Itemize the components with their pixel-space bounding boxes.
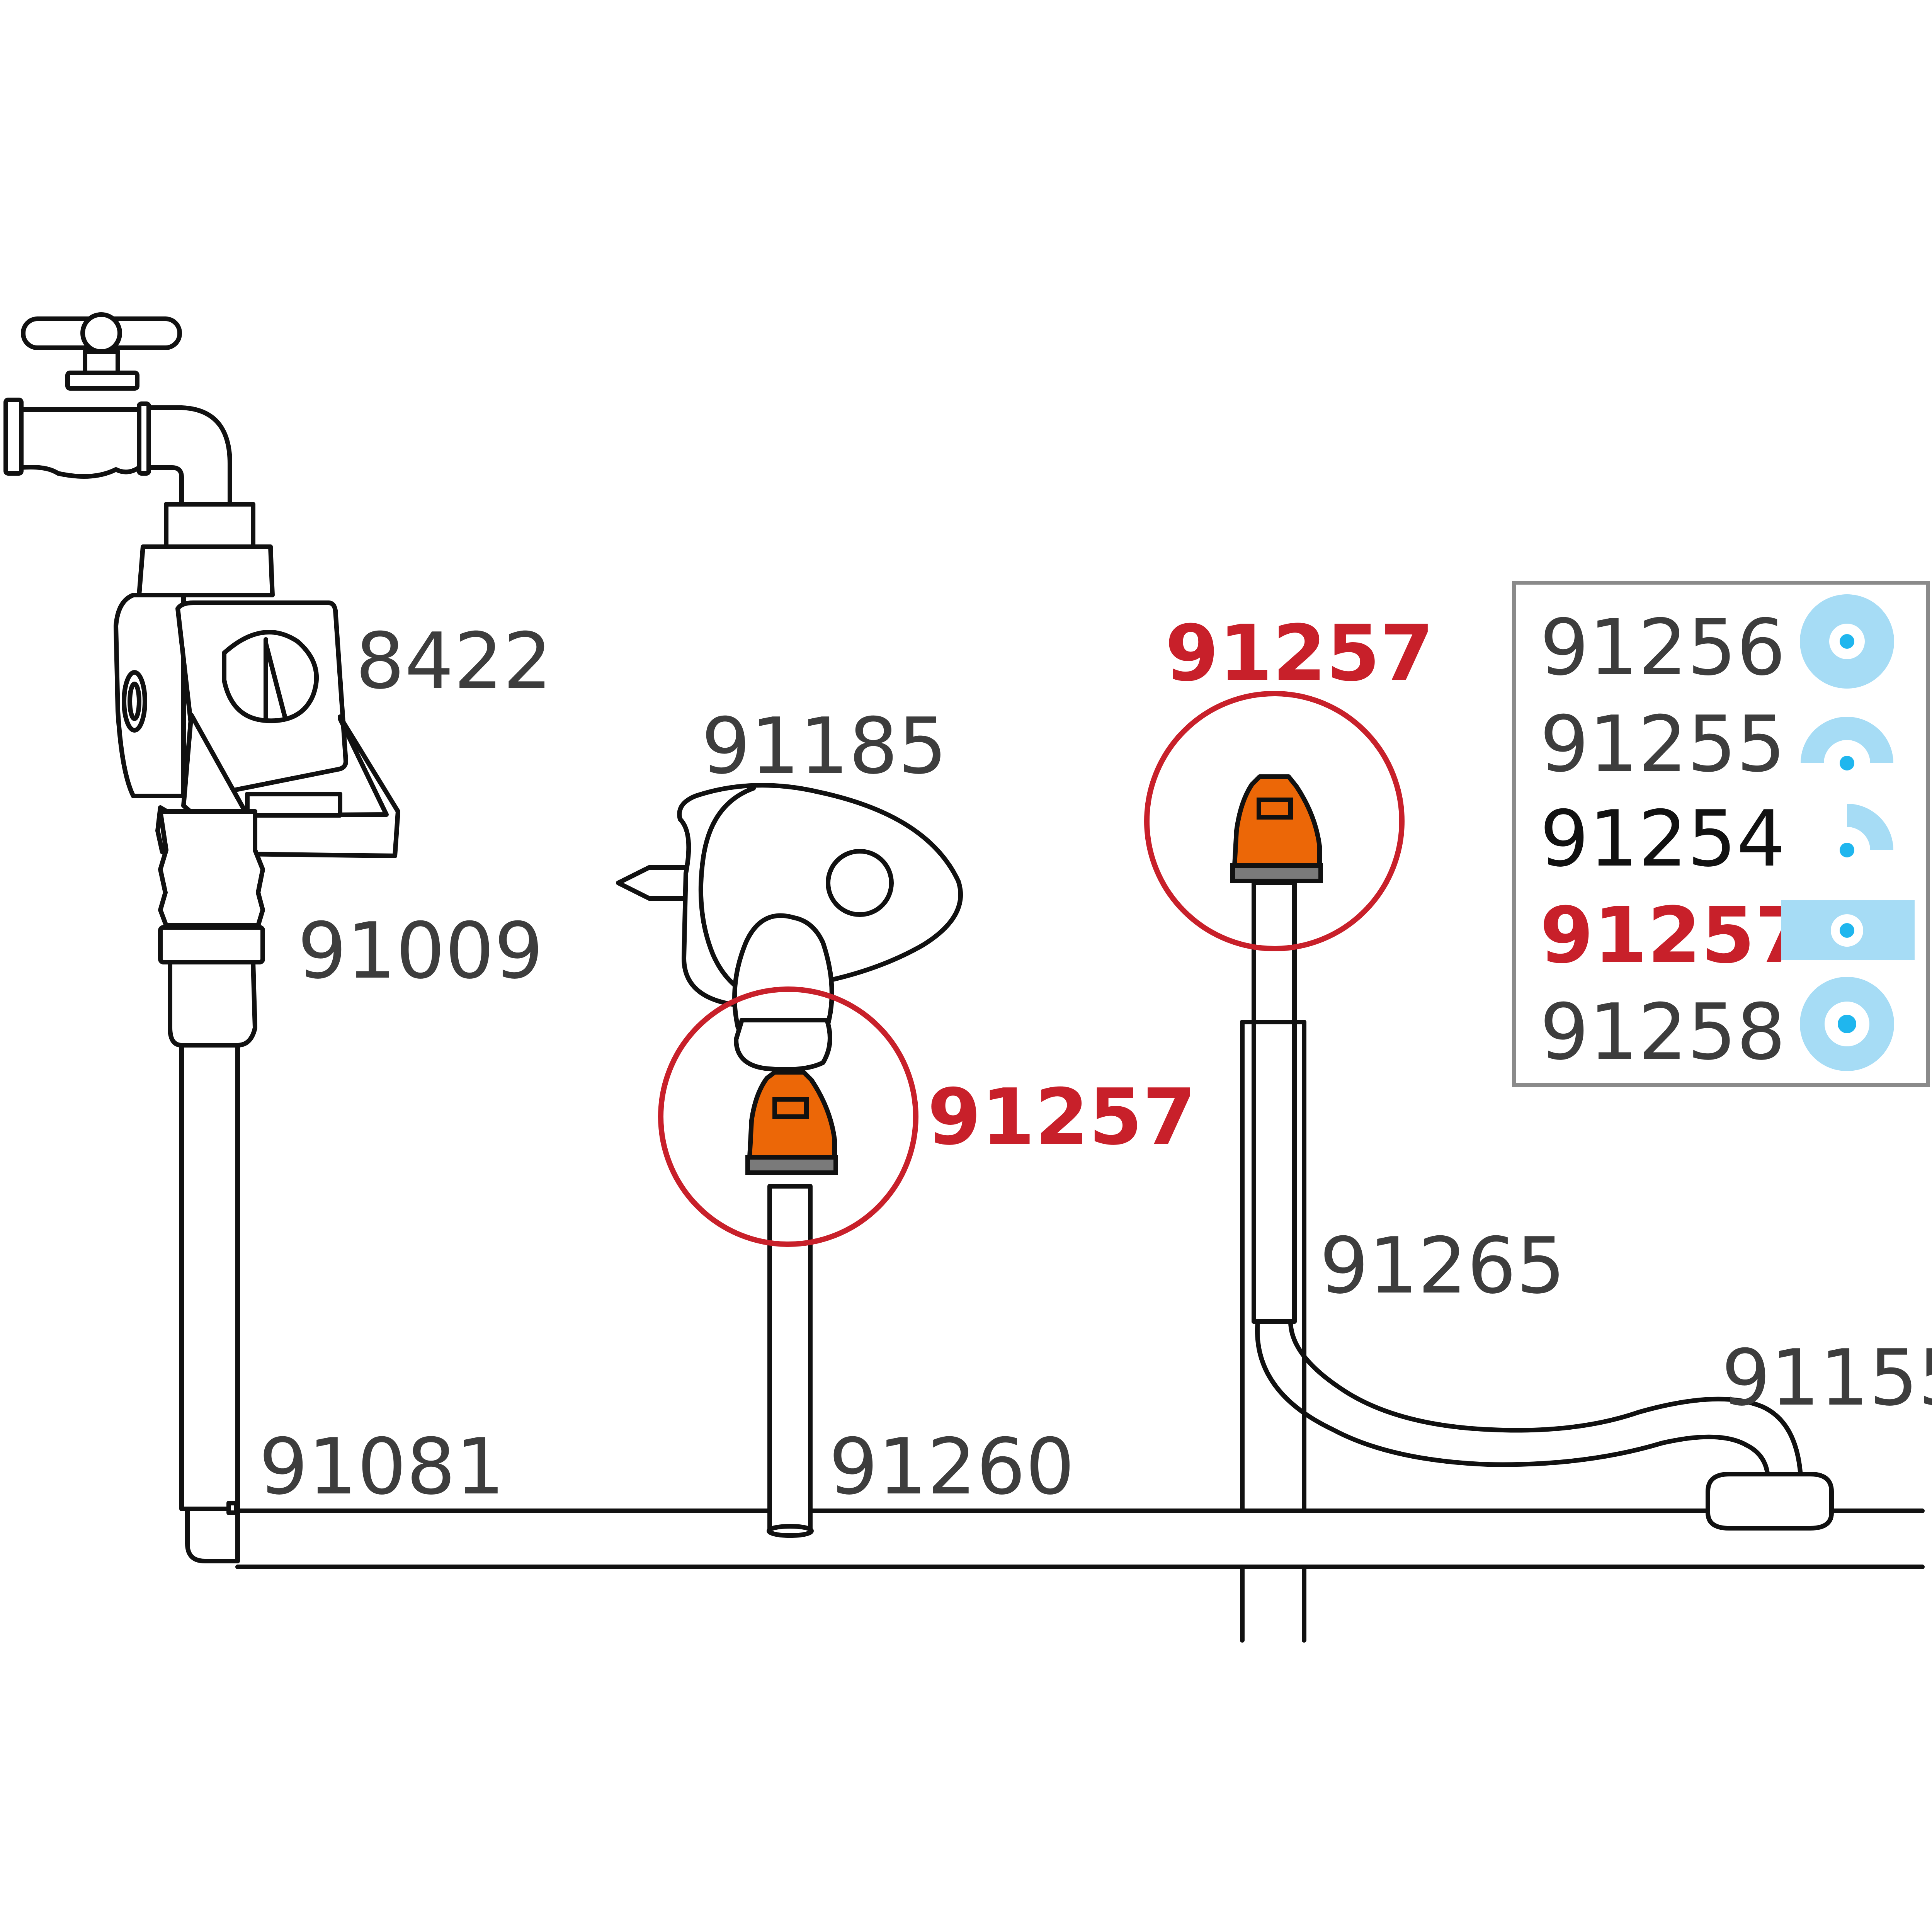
connector-91009-icon [158, 809, 265, 1048]
label-punch-tool: 91185 [701, 701, 947, 791]
label-connector: 91009 [298, 906, 543, 996]
label-dripper-right: 91257 [1165, 609, 1434, 699]
highlight-circle-right [1144, 691, 1405, 951]
label-extension-tube: 91265 [1320, 1221, 1565, 1311]
label-stake-tube: 91260 [829, 1422, 1075, 1512]
main-supply-pipe [235, 1509, 1925, 1569]
label-dripper-left: 91257 [927, 1072, 1196, 1162]
label-pipe-bend: 91081 [259, 1422, 505, 1512]
highlight-circle-left [658, 986, 918, 1247]
strip-spray-icon [1781, 900, 1915, 960]
legend: 91256 91255 91254 91257 91258 [1512, 581, 1930, 1087]
tap-icon [3, 312, 275, 597]
base-fitting-91155-icon [1706, 1472, 1834, 1531]
legend-code-1: 91256 [1540, 603, 1786, 693]
full-circle-spray-icon [1800, 594, 1894, 689]
flexible-hose-icon [1255, 1319, 1803, 1478]
quarter-circle-spray-icon [1840, 804, 1893, 857]
label-timer: 8422 [355, 616, 552, 706]
vertical-feeder-pipe [179, 1043, 240, 1563]
full-circle-ring-spray-icon [1800, 977, 1894, 1071]
legend-code-3: 91254 [1540, 794, 1786, 884]
legend-code-2: 91255 [1540, 699, 1786, 789]
punch-tool-91185-icon [616, 783, 963, 1072]
half-circle-spray-icon [1801, 717, 1893, 770]
dripper-91257-left-icon [745, 1070, 838, 1175]
legend-code-4: 91257 [1540, 891, 1809, 981]
extension-tube-91265-icon [1240, 881, 1306, 1643]
legend-code-5: 91258 [1540, 987, 1786, 1077]
label-base-fitting: 91155 [1721, 1333, 1932, 1423]
dripper-91257-right-icon [1230, 774, 1323, 883]
stake-tube-91260-icon [767, 1184, 814, 1538]
